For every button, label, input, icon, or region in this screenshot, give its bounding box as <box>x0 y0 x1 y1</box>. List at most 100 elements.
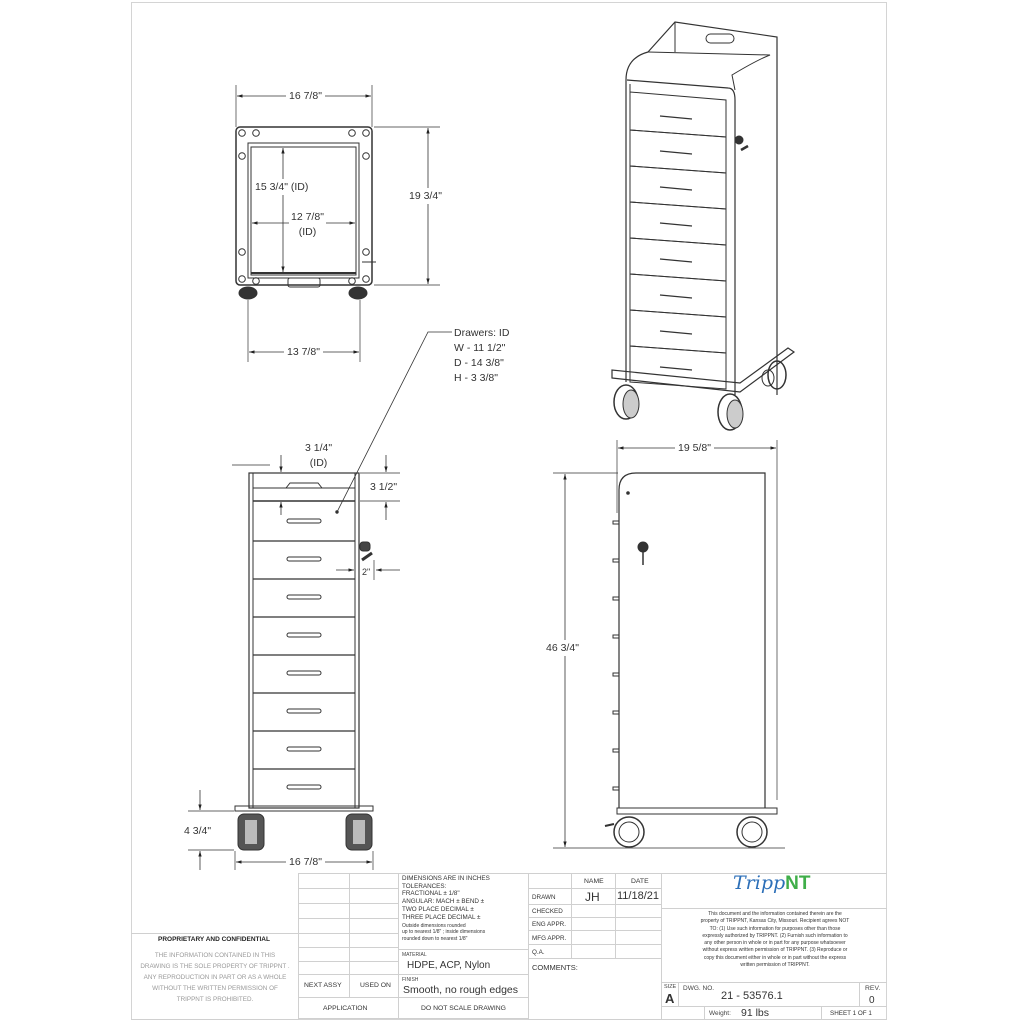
dim-top-tray-height: 3 1/2" <box>370 481 398 493</box>
eng-appr-label: ENG APPR. <box>532 921 566 928</box>
revision-cell <box>298 961 350 975</box>
tolerance-line: TWO PLACE DECIMAL ± <box>402 905 474 913</box>
approval-cell <box>528 873 572 889</box>
tolerance-line: THREE PLACE DECIMAL ± <box>402 913 481 921</box>
blank-cell <box>661 1006 705 1020</box>
rev-value: 0 <box>869 995 875 1006</box>
dwg-no-label: DWG. NO. <box>683 985 715 992</box>
tolerance-line: DIMENSIONS ARE IN INCHES <box>402 875 490 882</box>
dim-caster-spacing: 13 7/8" <box>284 346 323 358</box>
mfg-name-cell <box>571 930 616 945</box>
name-header-cell: NAME <box>571 873 616 889</box>
proprietary-cell <box>131 933 299 1020</box>
revision-cell <box>349 888 399 904</box>
tolerance-note: up to nearest 1/8" ; inside dimensions <box>402 929 486 936</box>
rev-cell: REV. 0 <box>859 982 887 1007</box>
dim-top-inner-depth: 15 3/4" (ID) <box>255 179 309 195</box>
application-label: APPLICATION <box>323 1005 368 1012</box>
name-header: NAME <box>584 878 604 885</box>
qa-name-cell <box>571 944 616 959</box>
dim-caster-height: 4 3/4" <box>184 825 212 837</box>
drawer-note-height: H - 3 3/8" <box>454 372 498 384</box>
logo-bold: NT <box>785 873 811 894</box>
revision-cell <box>298 888 350 904</box>
sheet-cell: SHEET 1 OF 1 <box>821 1006 887 1020</box>
checked-date-cell <box>615 904 662 918</box>
tolerances-text: DIMENSIONS ARE IN INCHES TOLERANCES: FRA… <box>402 875 490 942</box>
date-header-cell: DATE <box>615 873 662 889</box>
revision-cell <box>349 961 399 975</box>
dim-top-tray-depth-value: 3 1/4" <box>305 442 333 454</box>
logo-script: Tripp <box>733 872 786 894</box>
used-on-label: USED ON <box>360 982 391 989</box>
size-value: A <box>665 991 675 1006</box>
eng-name-cell <box>571 917 616 931</box>
isometric-view <box>611 21 796 431</box>
revision-cell <box>349 873 399 889</box>
trippnt-logo: TrippNT <box>733 872 811 895</box>
checked-label: CHECKED <box>532 908 563 915</box>
drawing-sheet-border <box>131 2 887 1020</box>
dim-top-overall-width: 16 7/8" <box>286 90 325 102</box>
weight-label: Weight: <box>709 1010 731 1017</box>
proprietary-body: THE INFORMATION CONTAINED IN THIS DRAWIN… <box>140 952 290 1003</box>
comments-cell: COMMENTS: <box>528 958 662 1020</box>
mfg-label-cell: MFG APPR. <box>528 930 572 945</box>
drawn-label-cell: DRAWN <box>528 888 572 905</box>
mfg-date-cell <box>615 930 662 945</box>
revision-cell <box>349 918 399 934</box>
dim-top-tray-depth-id: (ID) <box>309 457 328 469</box>
do-not-scale-label: DO NOT SCALE DRAWING <box>421 1005 506 1012</box>
weight-value: 91 lbs <box>741 1007 770 1019</box>
finish-value: Smooth, no rough edges <box>403 984 518 996</box>
date-header: DATE <box>631 878 649 885</box>
drawer-note-depth: D - 14 3/8" <box>454 357 504 369</box>
revision-cell <box>349 903 399 919</box>
dim-top-tray-depth: 3 1/4" (ID) <box>305 442 332 469</box>
drawn-label: DRAWN <box>532 894 556 901</box>
finish-label: FINISH <box>402 977 419 983</box>
drawer-dimensions-note: Drawers: ID W - 11 1/2" D - 14 3/8" H - … <box>454 326 509 386</box>
checked-name-cell <box>571 904 616 918</box>
dim-top-inner-width-id: (ID) <box>298 226 317 238</box>
dim-front-overall-width: 16 7/8" <box>286 856 325 868</box>
qa-date-cell <box>615 944 662 959</box>
drawn-date-cell: 11/18/21 <box>615 888 662 905</box>
revision-cell <box>298 933 350 948</box>
qa-label: Q.A. <box>532 949 545 956</box>
checked-label-cell: CHECKED <box>528 904 572 918</box>
revision-cell <box>298 947 350 962</box>
tolerance-line: ANGULAR: MACH ± BEND ± <box>402 898 485 906</box>
do-not-scale-cell: DO NOT SCALE DRAWING <box>398 997 529 1019</box>
finish-cell: FINISH Smooth, no rough edges <box>398 974 529 998</box>
next-assy-label: NEXT ASSY <box>304 982 342 989</box>
mfg-appr-label: MFG APPR. <box>532 935 567 942</box>
dim-top-inner-width: 12 7/8" (ID) <box>289 211 326 238</box>
eng-label-cell: ENG APPR. <box>528 917 572 931</box>
qa-label-cell: Q.A. <box>528 944 572 959</box>
drawer-note-width: W - 11 1/2" <box>454 342 506 354</box>
dim-top-inner-width-value: 12 7/8" <box>291 211 324 223</box>
top-view <box>235 85 440 362</box>
revision-cell <box>298 873 350 889</box>
dim-top-overall-depth: 19 3/4" <box>409 188 442 204</box>
legal-notice: This document and the information contai… <box>700 911 850 969</box>
material-value: HDPE, ACP, Nylon <box>407 960 491 971</box>
revision-cell <box>298 903 350 919</box>
revision-cell <box>298 918 350 934</box>
side-view <box>553 440 785 849</box>
drawn-date: 11/18/21 <box>617 890 660 902</box>
eng-date-cell <box>615 917 662 931</box>
next-assy-cell: NEXT ASSY <box>298 974 350 998</box>
tolerance-note: rounded down to nearest 1/8" <box>402 935 468 942</box>
proprietary-title: PROPRIETARY AND CONFIDENTIAL <box>158 936 270 943</box>
size-cell: SIZE A <box>661 982 679 1007</box>
comments-label: COMMENTS: <box>532 963 578 972</box>
tolerance-note: Outside dimensions rounded <box>402 923 466 930</box>
revision-cell <box>349 933 399 948</box>
dim-side-overall-height: 46 3/4" <box>546 640 579 656</box>
drawn-name: JH <box>585 890 600 904</box>
material-cell: MATERIAL HDPE, ACP, Nylon <box>398 949 529 975</box>
used-on-cell: USED ON <box>349 974 399 998</box>
